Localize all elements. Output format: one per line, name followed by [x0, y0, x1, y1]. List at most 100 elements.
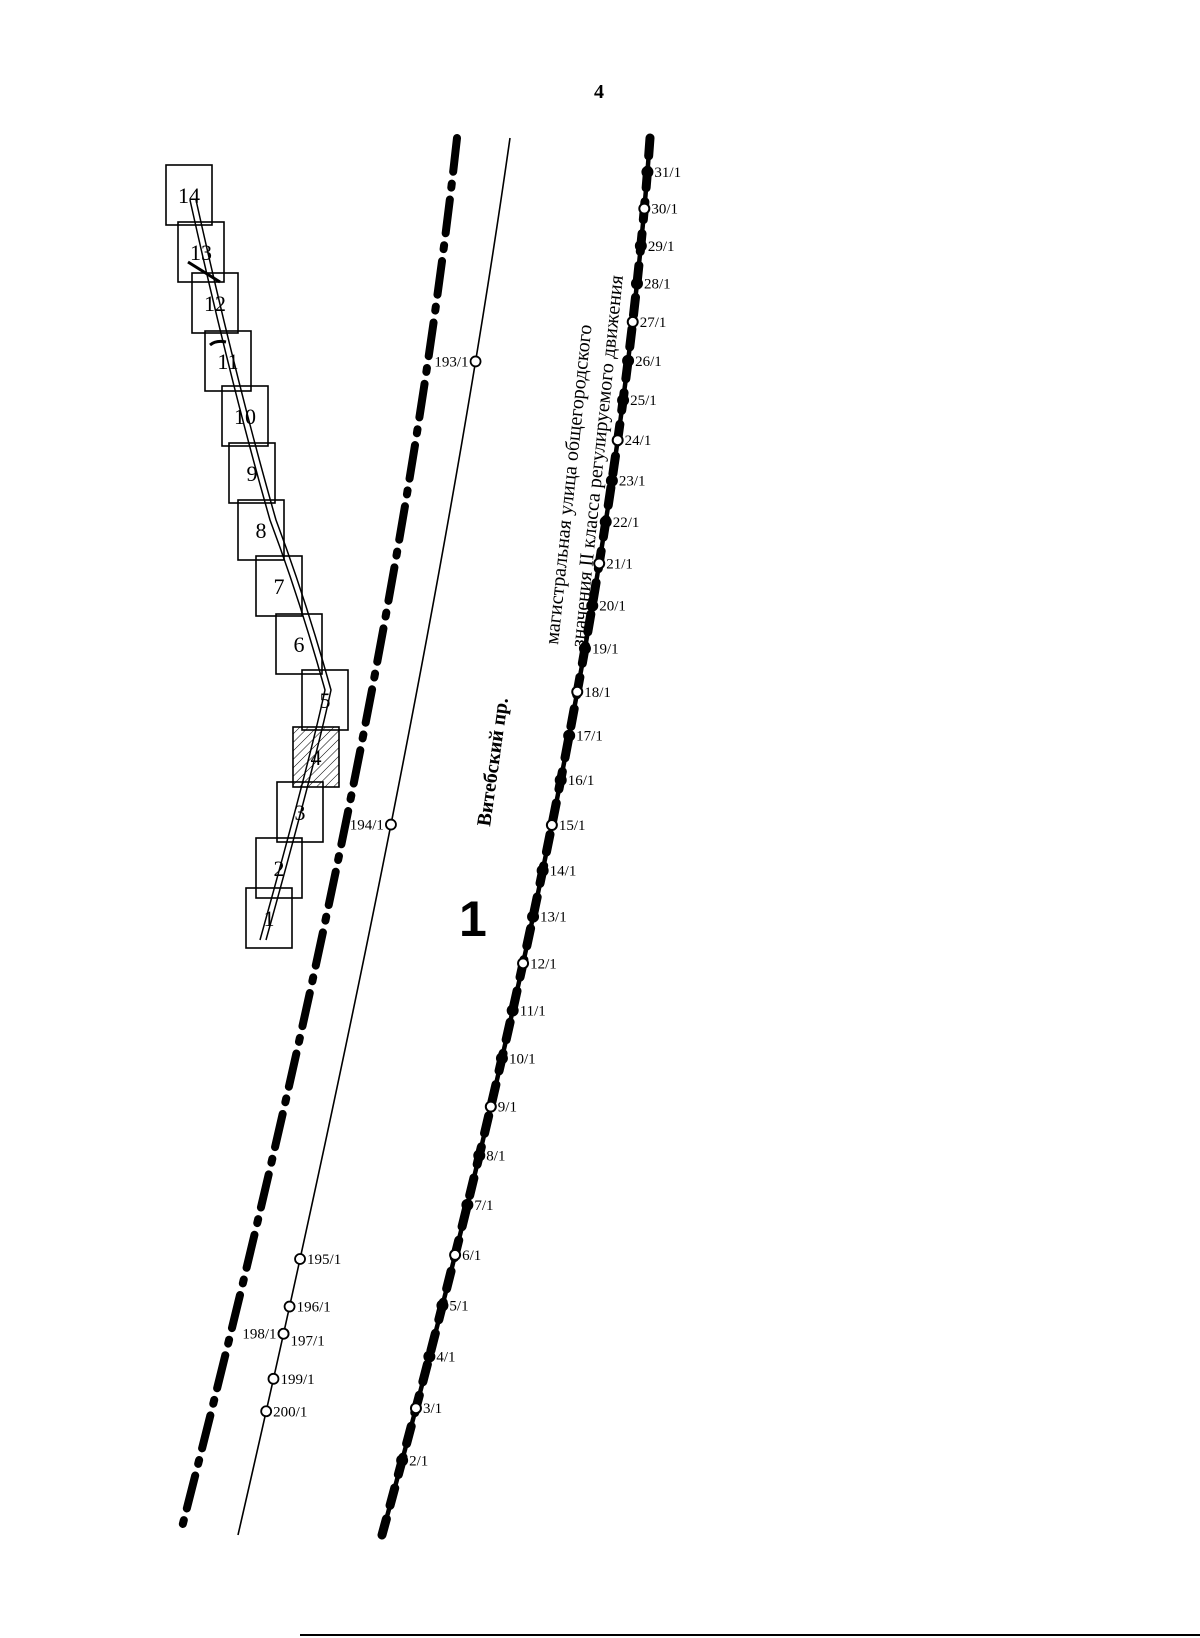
square-label: 13	[190, 240, 212, 265]
right-point-marker	[409, 1402, 422, 1415]
right-point-marker	[630, 277, 643, 290]
square-label: 9	[247, 461, 258, 486]
right-point-marker	[527, 910, 540, 923]
right-point-label: 4/1	[436, 1350, 455, 1366]
right-point-marker	[554, 774, 567, 787]
right-point-label: 20/1	[599, 599, 626, 615]
middle-point-label: 199/1	[280, 1372, 314, 1388]
overview-square	[237, 499, 285, 561]
overview-square	[245, 887, 293, 949]
boundary-dashdot-line	[176, 134, 461, 1539]
right-point-marker	[449, 1248, 462, 1261]
middle-point-label: 198/1	[242, 1327, 276, 1343]
right-point-label: 22/1	[613, 515, 640, 531]
right-point-label: 18/1	[584, 685, 611, 701]
right-point-label: 16/1	[568, 773, 595, 789]
overview-square	[275, 613, 323, 675]
right-point-label: 2/1	[409, 1453, 428, 1469]
right-point-label: 19/1	[592, 641, 619, 657]
street-name: Витебский пр.	[473, 696, 513, 827]
right-point-marker	[641, 165, 654, 178]
right-point-label: 3/1	[423, 1401, 442, 1417]
page-number: 4	[594, 81, 604, 103]
right-point-label: 26/1	[635, 354, 662, 370]
middle-point-label: 196/1	[297, 1300, 331, 1316]
right-point-marker	[473, 1149, 486, 1162]
overview-square	[255, 555, 303, 617]
right-point-marker	[593, 557, 606, 570]
right-point-label: 5/1	[449, 1298, 468, 1314]
right-point-label: 17/1	[576, 729, 603, 745]
overview-square	[165, 164, 213, 226]
right-point-marker	[517, 957, 530, 970]
right-point-marker	[617, 394, 630, 407]
right-point-label: 30/1	[651, 202, 678, 218]
square-label: 5	[320, 688, 331, 713]
right-point-marker	[423, 1350, 436, 1363]
right-point-marker	[638, 202, 651, 215]
square-label: 1	[264, 906, 275, 931]
middle-point-marker	[469, 355, 482, 368]
right-point-marker	[461, 1198, 474, 1211]
right-point-marker	[586, 599, 599, 612]
right-point-label: 10/1	[509, 1051, 536, 1067]
middle-point-marker	[260, 1405, 273, 1418]
square-label: 7	[274, 574, 285, 599]
right-point-marker	[634, 239, 647, 252]
right-point-label: 14/1	[550, 864, 577, 880]
right-point-label: 8/1	[486, 1149, 505, 1165]
right-point-marker	[495, 1052, 508, 1065]
right-point-label: 9/1	[498, 1100, 517, 1116]
square-label: 14	[178, 183, 200, 208]
right-point-marker	[436, 1299, 449, 1312]
right-point-marker	[545, 819, 558, 832]
right-point-label: 11/1	[520, 1004, 546, 1020]
right-point-marker	[506, 1004, 519, 1017]
right-point-label: 15/1	[559, 818, 586, 834]
overview-square	[191, 272, 239, 334]
square-label: 12	[204, 291, 226, 316]
square-label: 8	[256, 518, 267, 543]
right-point-marker	[611, 434, 624, 447]
right-point-marker	[578, 642, 591, 655]
red-line-boundary-dashes	[377, 133, 655, 1540]
right-point-marker	[536, 864, 549, 877]
route-line-a	[189, 199, 326, 941]
right-point-marker	[622, 354, 635, 367]
zone-number: 1	[459, 891, 487, 947]
middle-point-label: 197/1	[291, 1334, 325, 1350]
route-line-b	[195, 199, 332, 941]
right-point-marker	[563, 729, 576, 742]
middle-point-marker	[283, 1300, 296, 1313]
middle-point-marker	[267, 1372, 280, 1385]
square-label: 4	[311, 745, 322, 770]
middle-point-label: 200/1	[273, 1404, 307, 1420]
middle-point-group: 193/1 194/1 1 9 5/1 196/1 197/1 198/1 199/1 200/1	[242, 354, 482, 1420]
right-point-marker	[484, 1100, 497, 1113]
right-point-marker	[605, 474, 618, 487]
right-point-label: 29/1	[648, 239, 675, 255]
right-point-label: 12/1	[530, 956, 557, 972]
right-point-marker	[396, 1454, 409, 1467]
middle-point-label: 193/1	[434, 354, 468, 370]
right-point-label: 27/1	[640, 315, 667, 331]
right-point-label: 28/1	[644, 277, 671, 293]
square-hatch	[293, 727, 339, 787]
overview-square	[204, 330, 252, 392]
middle-point-label: 194/1	[350, 818, 384, 834]
right-point-marker	[571, 685, 584, 698]
route-branch	[187, 260, 227, 347]
overview-square	[228, 442, 276, 504]
right-point-label: 24/1	[625, 433, 652, 449]
right-point-label: 23/1	[619, 474, 646, 490]
overview-square	[221, 385, 269, 447]
overview-square	[255, 837, 303, 899]
right-point-label: 21/1	[606, 556, 633, 572]
right-point-label: 13/1	[540, 910, 567, 926]
middle-point-marker	[294, 1253, 306, 1265]
right-point-marker	[599, 515, 612, 528]
right-point-marker	[626, 315, 639, 328]
right-point-label: 7/1	[474, 1198, 493, 1214]
